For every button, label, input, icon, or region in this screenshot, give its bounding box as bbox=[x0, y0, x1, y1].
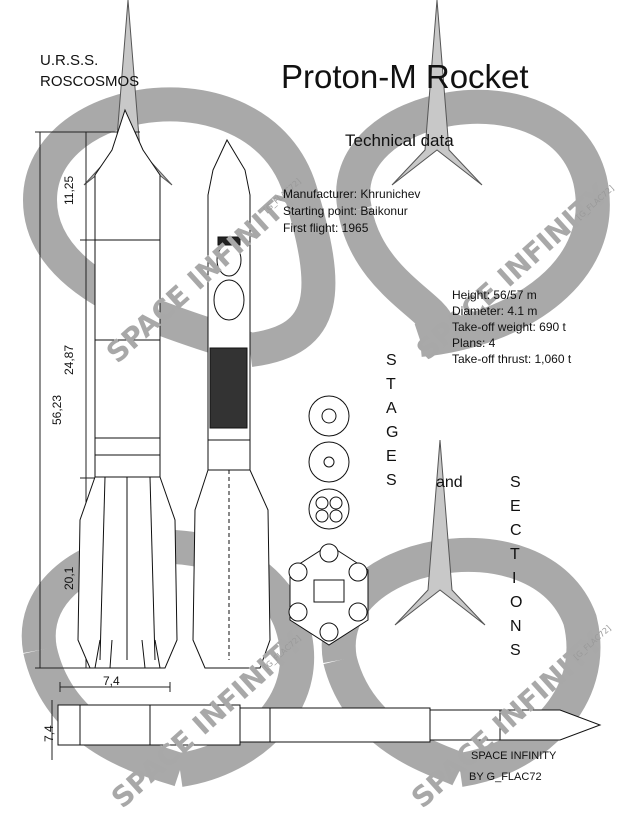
org-line-1: U.R.S.S. bbox=[40, 52, 99, 69]
credit-line-2: BY G_FLAC72 bbox=[469, 771, 542, 783]
spec-diameter: Diameter: 4.1 m bbox=[452, 304, 538, 318]
sections-letter: C bbox=[510, 522, 522, 539]
org-line-2: ROSCOSMOS bbox=[40, 73, 140, 90]
stages-letter: A bbox=[386, 400, 397, 417]
stages-letter: E bbox=[386, 448, 397, 465]
stage-sections bbox=[288, 395, 369, 646]
spec-starting-point: Starting point: Baikonur bbox=[283, 204, 408, 218]
dimension-lines bbox=[35, 131, 171, 760]
spec-height: Height: 56/57 m bbox=[452, 288, 537, 302]
stages-letter: S bbox=[386, 352, 397, 369]
sections-letter: S bbox=[510, 474, 521, 491]
sections-letter: T bbox=[510, 546, 520, 563]
dimension-middle-section: 24,87 bbox=[62, 344, 76, 375]
stages-letter: G bbox=[386, 424, 399, 441]
spec-takeoff-weight: Take-off weight: 690 t bbox=[452, 320, 566, 334]
sections-letter: I bbox=[512, 570, 517, 587]
watermark-logo-top-right bbox=[336, 0, 610, 357]
and-label: and bbox=[436, 474, 463, 491]
sections-letter: O bbox=[510, 594, 523, 611]
spec-manufacturer: Manufacturer: Khrunichev bbox=[283, 187, 421, 201]
sections-letter: S bbox=[510, 642, 521, 659]
dimension-upper-section: 11,25 bbox=[62, 175, 76, 205]
page-title: Proton-M Rocket bbox=[281, 58, 529, 95]
dimension-width: 7,4 bbox=[103, 674, 120, 688]
section-subtitle: Technical data bbox=[345, 131, 454, 150]
dimension-lower-section: 20,1 bbox=[62, 566, 76, 590]
sections-letter: N bbox=[510, 618, 522, 635]
spec-plans: Plans: 4 bbox=[452, 336, 496, 350]
rocket-cutaway-view bbox=[192, 138, 271, 669]
credit-line-1: SPACE INFINITY bbox=[471, 750, 557, 762]
spec-takeoff-thrust: Take-off thrust: 1,060 t bbox=[452, 352, 572, 366]
rocket-horizontal-view bbox=[57, 704, 602, 746]
stages-letter: S bbox=[386, 472, 397, 489]
spec-first-flight: First flight: 1965 bbox=[283, 221, 369, 235]
dimension-side-height: 7,4 bbox=[42, 725, 56, 742]
rocket-side-view bbox=[77, 108, 178, 669]
sections-letter: E bbox=[510, 498, 521, 515]
stages-letter: T bbox=[386, 376, 396, 393]
dimension-total-height: 56,23 bbox=[50, 394, 64, 425]
